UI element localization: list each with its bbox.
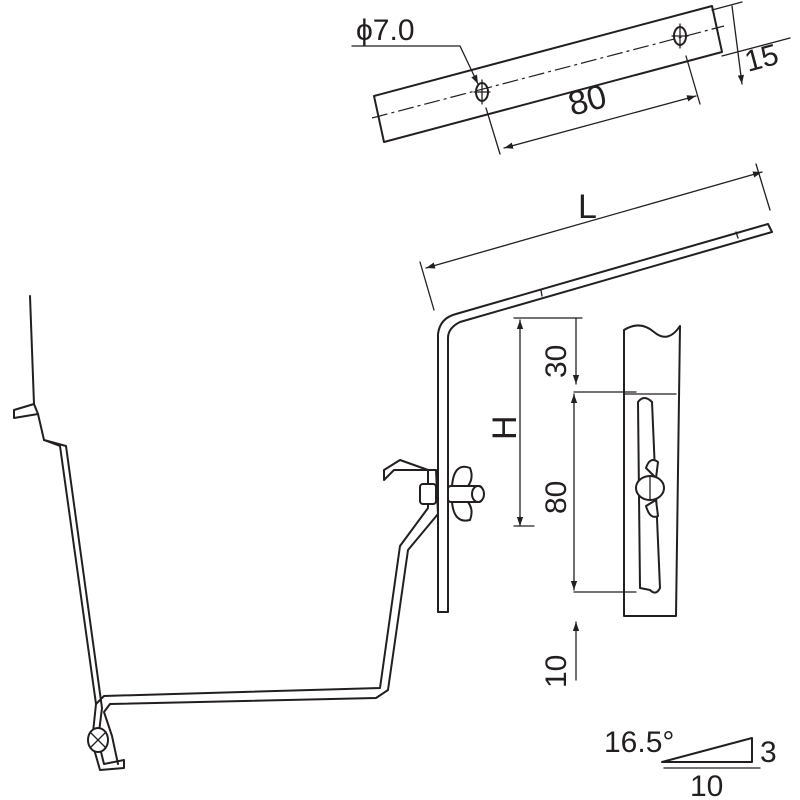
hole-diameter-leader — [351, 45, 479, 85]
length-dimension-line — [425, 171, 763, 269]
flat-bar-detail — [351, 1, 791, 155]
slope-triangle — [661, 737, 753, 763]
length-label: L — [578, 188, 597, 226]
slope-angle-label: 16.5° — [604, 726, 674, 759]
bottom-offset-label: 10 — [540, 655, 573, 688]
slot-outline — [637, 397, 661, 594]
bottom-clip-bolt-icon — [87, 727, 109, 753]
hole-right-icon — [671, 23, 689, 49]
side-view — [513, 317, 681, 617]
wing-nut-icon — [419, 465, 485, 522]
side-wing-nut-icon — [635, 459, 665, 518]
slot-length-label: 80 — [540, 481, 573, 514]
flat-bar-outline — [373, 5, 723, 143]
channel-outline — [623, 324, 681, 617]
bar-width-label: 15 — [741, 38, 782, 79]
slope-run-label: 10 — [690, 770, 723, 800]
side-view-extension-lines — [513, 317, 637, 593]
hole-diameter-label: ϕ7.0 — [356, 14, 415, 47]
hole-spacing-dimension-line — [503, 95, 697, 149]
slope-rise-label: 3 — [760, 736, 777, 769]
gutter-hook-wire-inner — [33, 403, 97, 705]
height-label: H — [486, 415, 524, 440]
length-dimension — [419, 163, 771, 311]
bar-width-extension-lines — [711, 1, 791, 57]
hole-spacing-extension-lines — [485, 55, 701, 155]
flat-bar-centerline — [371, 25, 725, 119]
bar-width-dimension-line — [731, 5, 744, 85]
bracket-arm-outline — [437, 223, 773, 613]
top-offset-label: 30 — [540, 345, 573, 378]
bracket-body — [13, 223, 773, 771]
hole-left-icon — [473, 79, 491, 105]
gutter-hook-wire — [13, 295, 439, 771]
